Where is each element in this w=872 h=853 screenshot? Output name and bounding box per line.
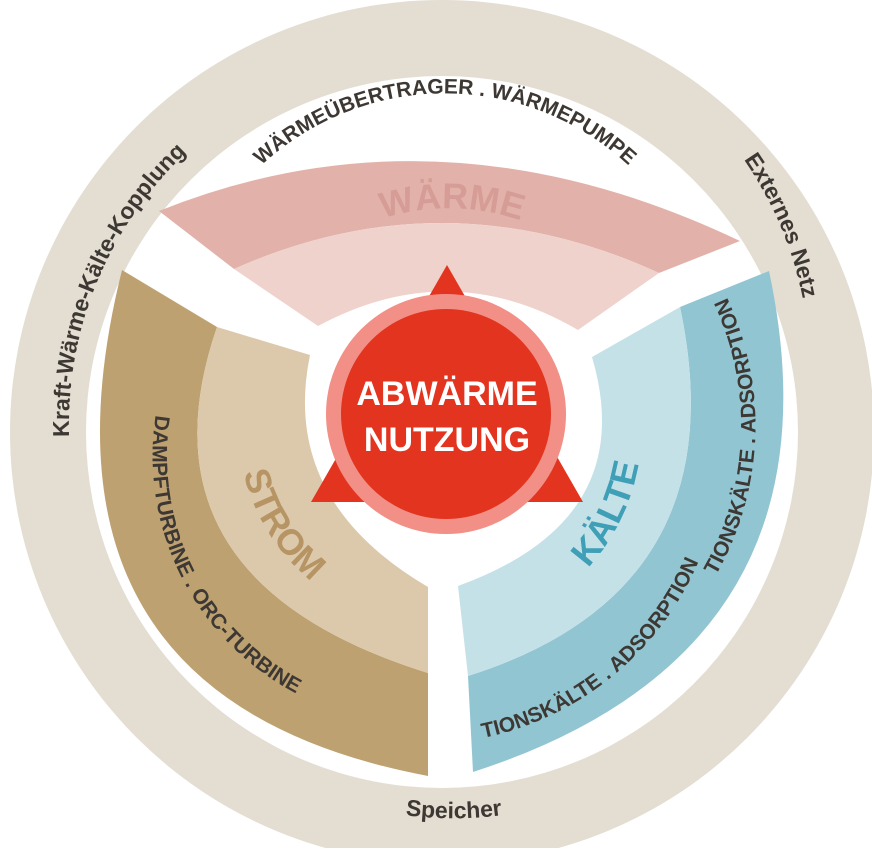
outer-label-bottom-path: Speicher <box>405 794 503 823</box>
center-line1: ABWÄRME <box>356 375 537 413</box>
kaelte-outer-band <box>468 271 784 772</box>
kaelte-inner-band <box>458 307 691 676</box>
outer-label-bottom: Speicher <box>405 794 503 823</box>
core-circle <box>341 309 551 519</box>
waerme-outer-band <box>159 161 740 273</box>
center-line2: NUTZUNG <box>364 421 530 459</box>
strom-outer-band <box>99 270 428 776</box>
